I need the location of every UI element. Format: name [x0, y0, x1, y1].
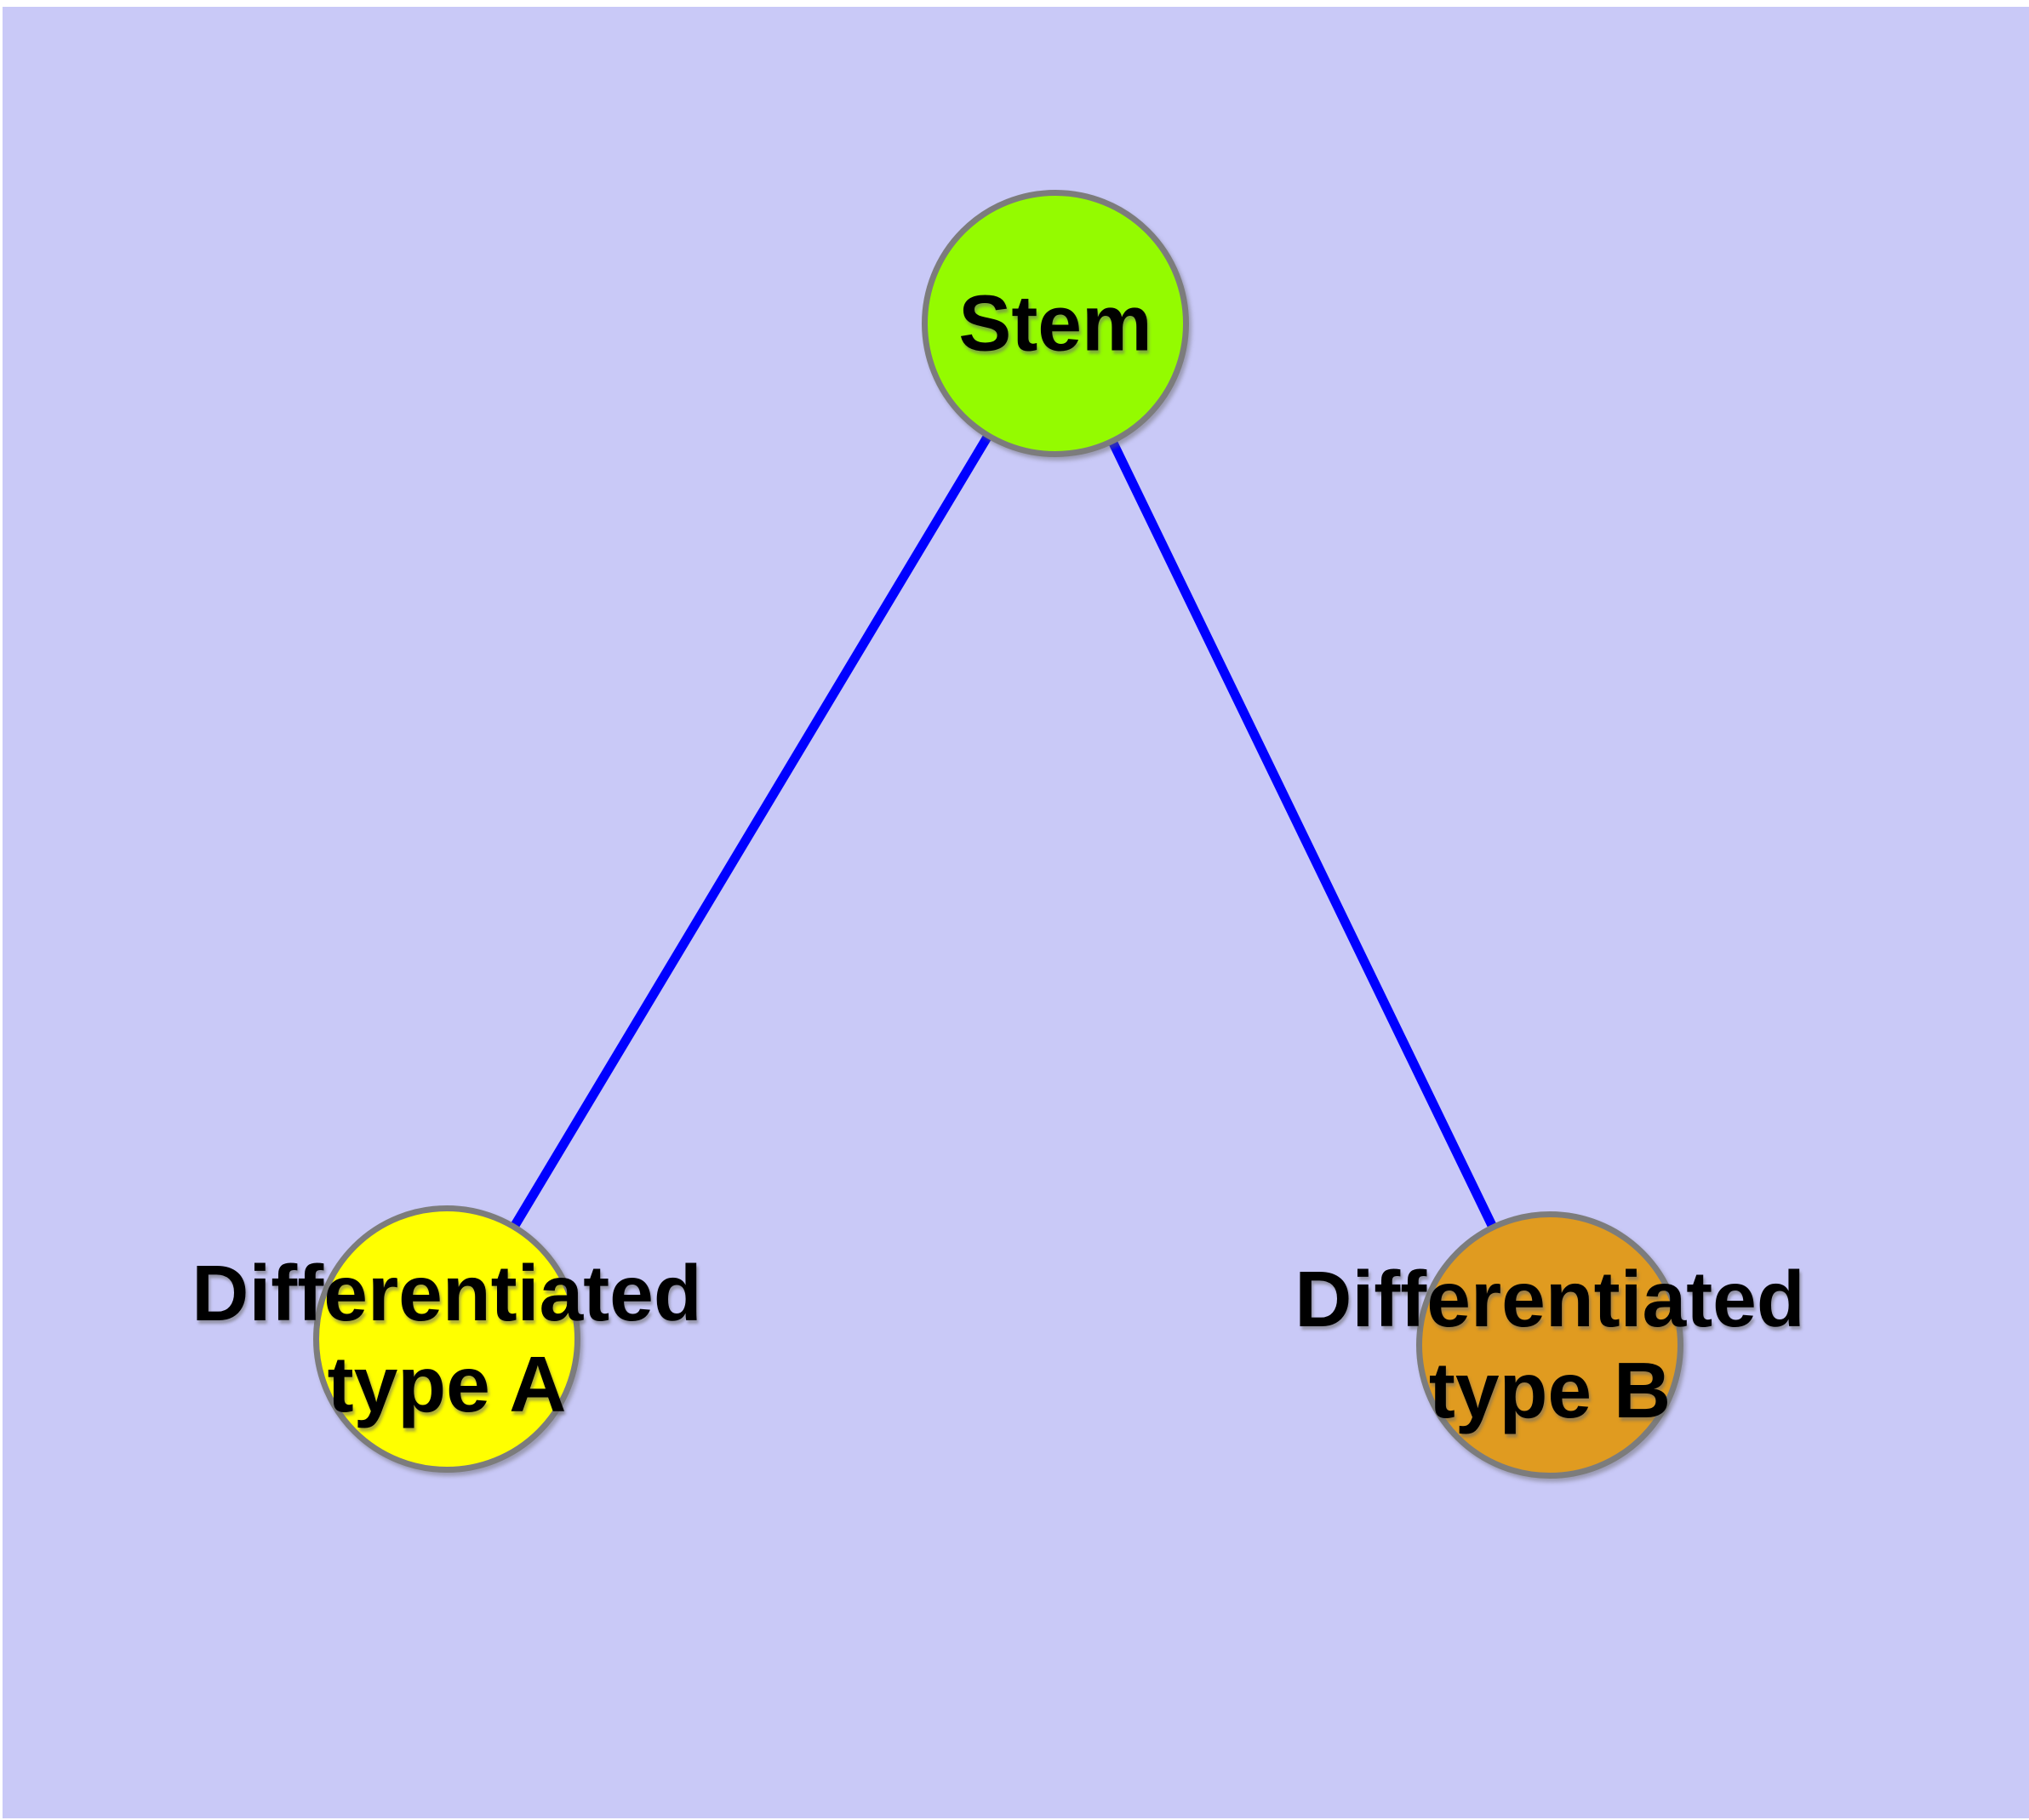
stem-label-line: Stem	[958, 278, 1152, 368]
stem-circle	[922, 190, 1189, 457]
differentiated-type-a-label: Differentiated type A	[191, 1248, 701, 1430]
differentiated-type-a-circle	[313, 1205, 580, 1473]
label-line-1: Differentiated	[191, 1249, 702, 1337]
diagram-canvas: Stem Differentiated type A Differentiate…	[3, 7, 2029, 1818]
label-line-2: type A	[327, 1340, 567, 1428]
label-line-1: Differentiated	[1295, 1255, 1805, 1343]
stem-label: Stem	[958, 278, 1152, 369]
edge-layer	[443, 321, 1554, 1348]
label-line-2: type B	[1428, 1346, 1672, 1434]
differentiated-type-b-label: Differentiated type B	[1295, 1254, 1804, 1436]
edge-line	[443, 321, 1060, 1342]
differentiated-type-b-circle	[1416, 1211, 1683, 1479]
edge-line	[1051, 321, 1554, 1348]
